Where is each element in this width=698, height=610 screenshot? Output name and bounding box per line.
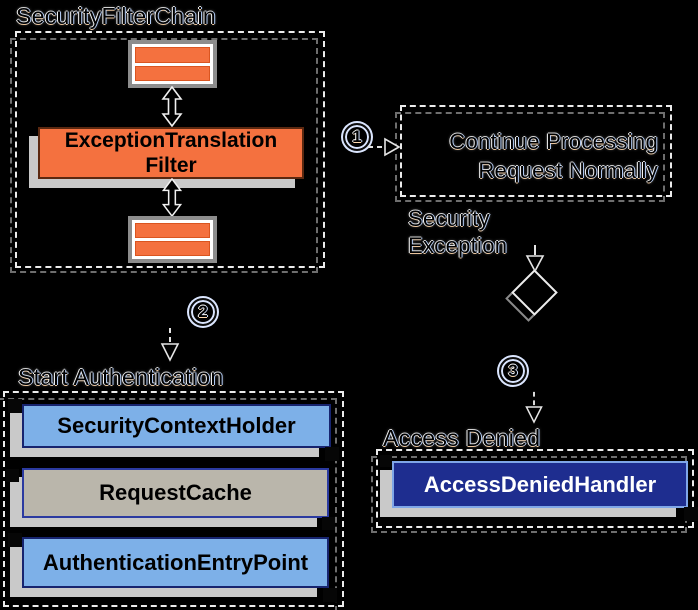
continue-label-line1: Continue Processing [449,129,658,154]
step-2-marker: 2 [189,298,217,326]
selection-handle [325,447,339,461]
start-authentication-group-box [0,391,344,610]
dashed-arrow-down-icon [525,391,543,424]
selection-handle [323,588,337,602]
selection-handle [8,533,22,547]
etf-label-line1: ExceptionTranslation [64,129,278,152]
selection-handle [684,507,698,521]
etf-label-line2: Filter [145,154,197,177]
dashed-arrow-right-icon [368,137,400,157]
selection-handle [8,399,22,413]
authentication-entry-point-box: AuthenticationEntryPoint [22,537,329,588]
filter-bar [135,241,210,256]
access-denied-label: Access Denied [383,425,541,451]
filter-stack-bottom [128,216,217,263]
security-context-holder-box: SecurityContextHolder [22,404,331,448]
double-arrow-icon [161,178,183,218]
selection-handle [6,469,19,482]
access-denied-handler-box: AccessDeniedHandler [392,461,688,508]
start-authentication-label: Start Authentication [18,364,224,390]
filter-bar [135,65,210,81]
dashed-arrow-down-icon [160,328,180,362]
step-3-marker: 3 [499,357,527,385]
filter-bar [135,47,210,63]
security-filter-chain-box [10,31,325,273]
request-cache-box: RequestCache [22,468,329,518]
security-filter-chain-label: SecurityFilterChain [16,3,216,29]
selection-handle [380,455,392,467]
step-1-marker: 1 [343,123,371,151]
double-arrow-icon [161,86,183,128]
security-exception-label: Security Exception [408,206,508,258]
filter-stack-top [128,40,217,88]
continue-processing-box: Continue Processing Request Normally [395,105,672,202]
arrow-down-icon [525,245,545,273]
exception-translation-filter-box: ExceptionTranslation Filter [38,127,304,179]
selection-handle [322,517,335,530]
continue-label-line2: Request Normally [478,158,658,183]
filter-bar [135,223,210,238]
